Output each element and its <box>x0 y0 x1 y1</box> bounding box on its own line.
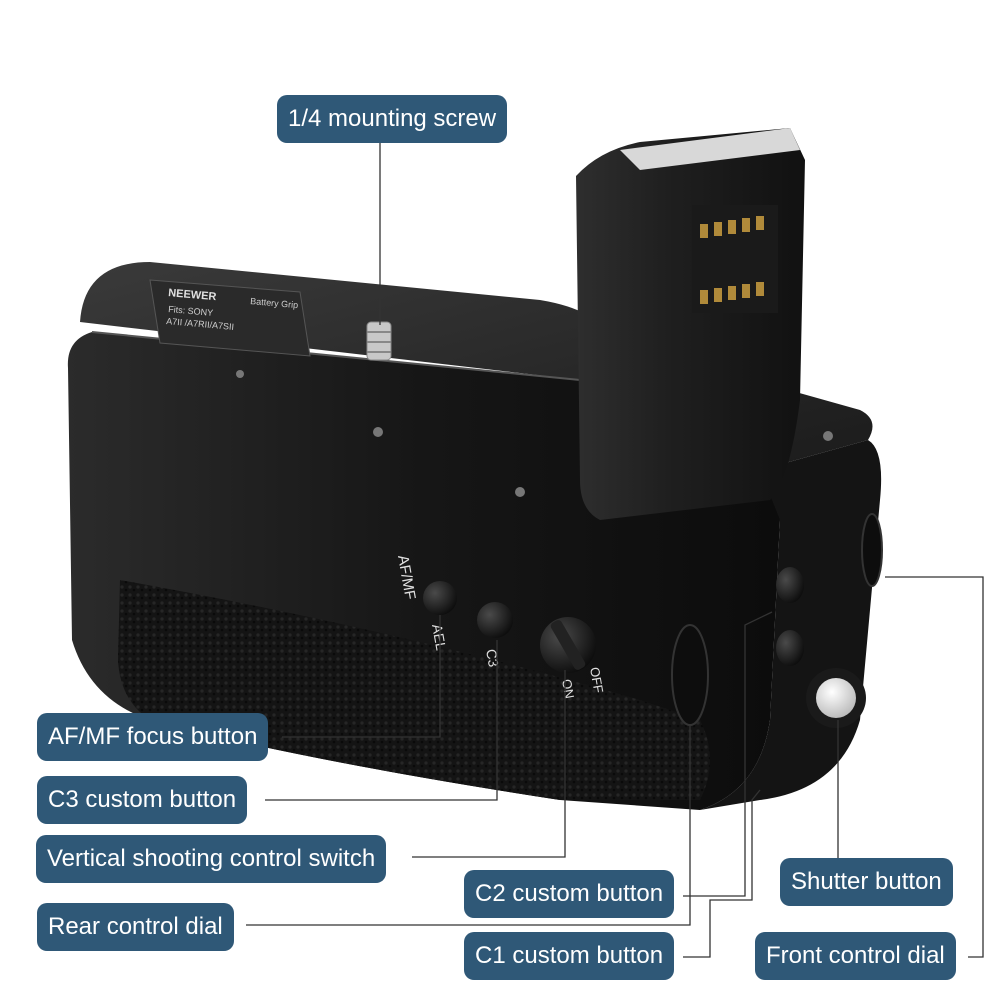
rear-dial <box>671 624 709 726</box>
callout-rear-control-dial: Rear control dial <box>37 903 234 951</box>
callout-c3-custom-button: C3 custom button <box>37 776 248 824</box>
callout-vertical-shooting-switch: Vertical shooting control switch <box>36 835 387 883</box>
marking-c3: C3 <box>483 648 502 669</box>
callout-c1-custom-button: C1 custom button <box>464 932 675 980</box>
af-mf-button <box>423 581 457 615</box>
c1-button <box>776 630 804 666</box>
callout-front-control-dial: Front control dial <box>755 932 956 980</box>
marking-brand: NEEWER <box>168 287 217 303</box>
callout-mounting-screw: 1/4 mounting screw <box>277 95 508 143</box>
callout-shutter-button: Shutter button <box>780 858 953 906</box>
battery-insert <box>576 128 805 520</box>
marking-battery-grip: Battery Grip <box>250 296 299 310</box>
c2-button <box>776 567 804 603</box>
label-sticker <box>149 279 311 357</box>
callout-af-mf-focus-button: AF/MF focus button <box>37 713 269 761</box>
marking-off: OFF <box>587 666 606 694</box>
callout-c2-custom-button: C2 custom button <box>464 870 675 918</box>
c3-button <box>477 602 513 638</box>
marking-fits: Fits: SONY <box>168 304 214 318</box>
front-dial <box>861 513 883 587</box>
